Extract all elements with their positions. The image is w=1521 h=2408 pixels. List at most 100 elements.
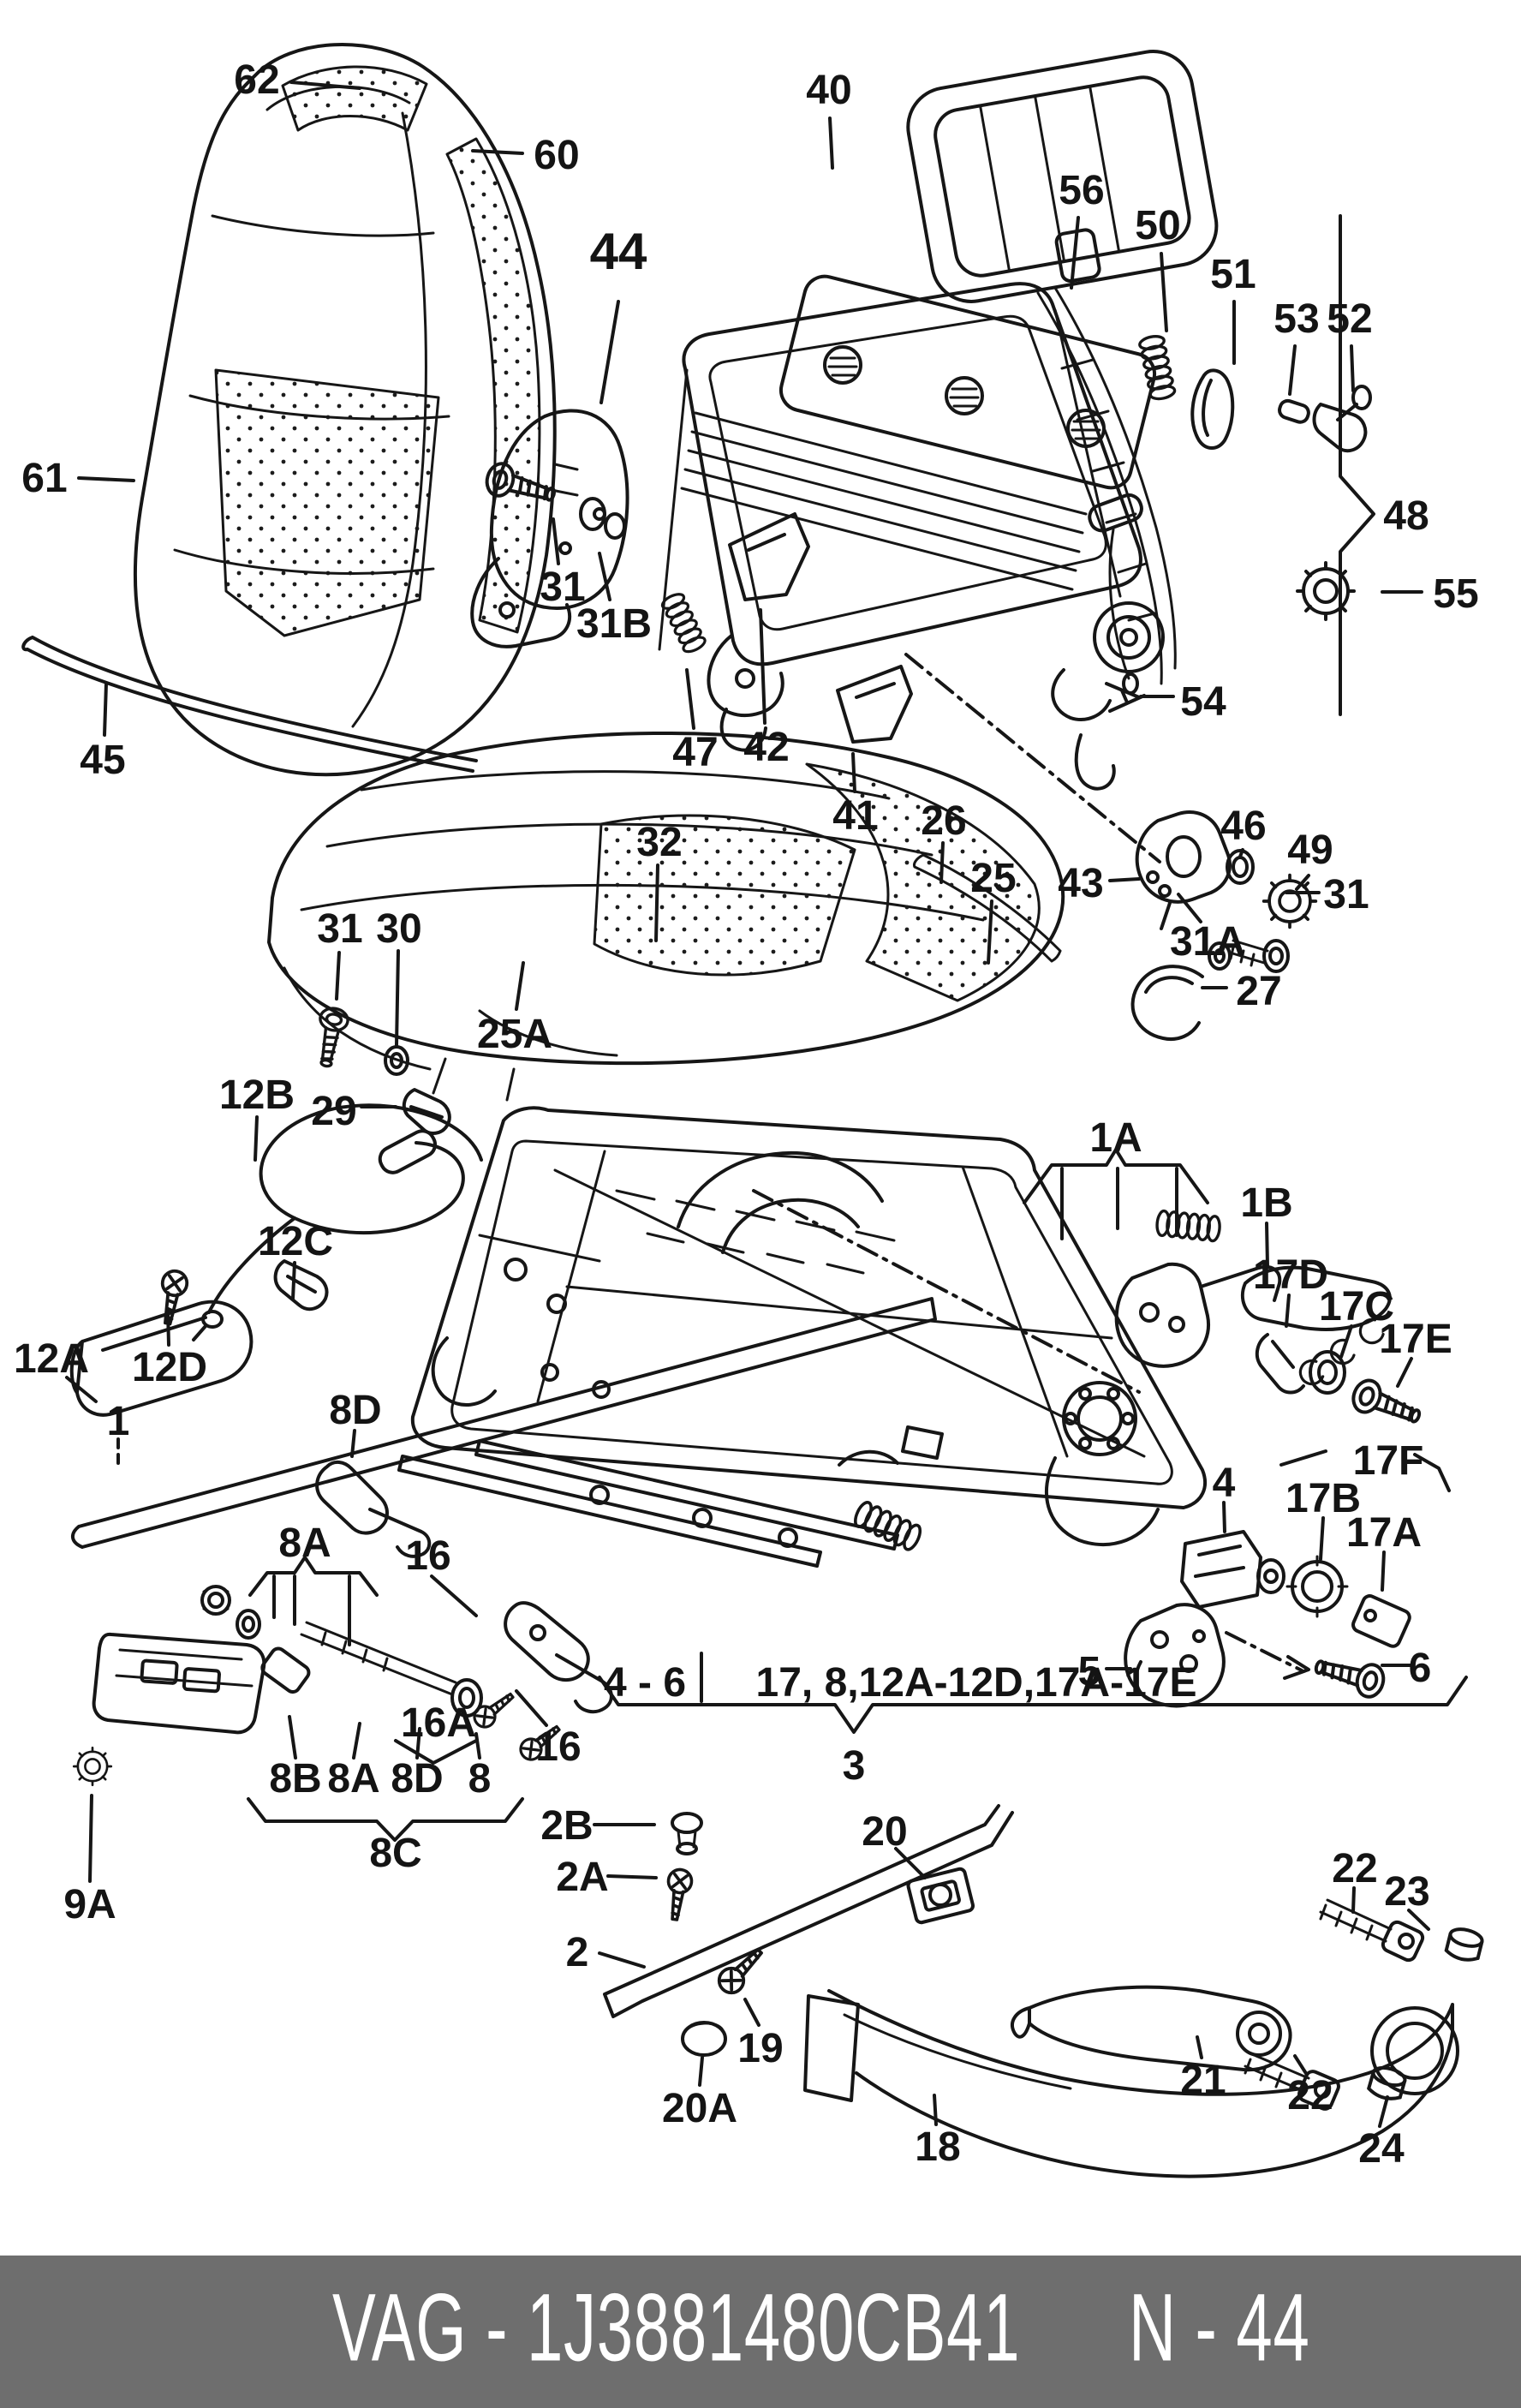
part-2A-screw (661, 1866, 695, 1923)
part-label-2A-63[interactable]: 2A (556, 1855, 608, 1900)
part-label-20A-66[interactable]: 20A (662, 2086, 737, 2131)
part-label-54-13[interactable]: 54 (1180, 679, 1226, 725)
part-label-46-14[interactable]: 46 (1220, 804, 1266, 849)
part-50-spring (1136, 332, 1178, 403)
part-label-50-7[interactable]: 50 (1135, 203, 1180, 248)
part-17E-bolt (1346, 1374, 1427, 1434)
part-47-spring (659, 589, 709, 656)
part-label-17D-53[interactable]: 17D (1253, 1252, 1328, 1298)
part-label-56-6[interactable]: 56 (1059, 168, 1104, 213)
part-label-17B-58[interactable]: 17B (1285, 1476, 1361, 1521)
part-label-1A-60[interactable]: 1A (1089, 1115, 1142, 1161)
part-label-17F-56[interactable]: 17F (1353, 1438, 1424, 1484)
latch-assembly-1A-1B (1114, 1209, 1392, 1389)
part-label-12B-32[interactable]: 12B (219, 1073, 295, 1118)
part-6-bolt (1310, 1648, 1389, 1702)
part-label-44-4[interactable]: 44 (590, 223, 647, 280)
part-label-43-16[interactable]: 43 (1058, 861, 1103, 906)
footer-part-number: VAG - 1J3881480CB41 (332, 2274, 1021, 2381)
part-label-6-52[interactable]: 6 (1409, 1646, 1432, 1691)
part-49-star-washer (1262, 873, 1318, 929)
part-label-22-69[interactable]: 22 (1332, 1846, 1377, 1891)
part-label-26-25[interactable]: 26 (921, 798, 966, 844)
part-label-22-72[interactable]: 22 (1287, 2073, 1333, 2118)
part-label-21-71[interactable]: 21 (1180, 2058, 1226, 2103)
part-9A-nut (72, 1746, 113, 1787)
part-label-12C-33[interactable]: 12C (258, 1219, 333, 1264)
part-label-8B-42[interactable]: 8B (269, 1756, 321, 1802)
part-label-17A-59[interactable]: 17A (1346, 1510, 1422, 1556)
backrest-frame-drawing (658, 49, 1219, 791)
backrest-cover-drawing (21, 43, 557, 777)
cable-release-group (69, 1004, 483, 1417)
part-label-41-24[interactable]: 41 (832, 793, 878, 839)
part-label-31B-21[interactable]: 31B (576, 601, 652, 647)
rail-hardware-group (72, 1461, 613, 1787)
part-label-1B-61[interactable]: 1B (1240, 1180, 1292, 1226)
part-label-18-68[interactable]: 18 (915, 2124, 960, 2170)
part-label-55-12[interactable]: 55 (1433, 571, 1478, 617)
leader-lines (65, 81, 1430, 2128)
pivot-hardware-17-group (1124, 1333, 1427, 1708)
part-label-17C-54[interactable]: 17C (1319, 1284, 1394, 1329)
part-label-47-22[interactable]: 47 (672, 730, 718, 775)
trim-and-bottom-group (71, 1297, 1486, 2178)
part-label-42-23[interactable]: 42 (743, 725, 789, 770)
part-label-27-19[interactable]: 27 (1236, 969, 1281, 1014)
part-label-31-20[interactable]: 31 (540, 565, 585, 610)
part-label-60-1[interactable]: 60 (534, 133, 579, 178)
part-label-8D-44[interactable]: 8D (391, 1756, 443, 1802)
part-label-32-26[interactable]: 32 (636, 820, 682, 865)
part-label-45-3[interactable]: 45 (80, 738, 125, 783)
part-label-20-65[interactable]: 20 (862, 1809, 907, 1855)
part-label-8D-37[interactable]: 8D (329, 1388, 381, 1433)
part-label-62-0[interactable]: 62 (234, 57, 279, 103)
part-label-17E-55[interactable]: 17E (1379, 1317, 1452, 1362)
part-label-49-15[interactable]: 49 (1287, 828, 1333, 873)
part-label-31-17[interactable]: 31 (1323, 872, 1369, 917)
part-label-12A-34[interactable]: 12A (14, 1336, 89, 1382)
part-23-cap (1443, 1924, 1486, 1965)
part-label-5-51[interactable]: 5 (1078, 1649, 1101, 1694)
part-19-screw (712, 1941, 771, 2000)
recliner-fitting-parts (1130, 810, 1318, 1041)
part-label-2B-62[interactable]: 2B (540, 1803, 593, 1849)
part-label-30-30[interactable]: 30 (376, 906, 421, 952)
part-label-52-10[interactable]: 52 (1327, 296, 1372, 342)
part-label-53-9[interactable]: 53 (1273, 296, 1319, 342)
part-label-3-50[interactable]: 3 (843, 1743, 866, 1789)
part-label-40-5[interactable]: 40 (806, 68, 851, 113)
part-label-2-64[interactable]: 2 (566, 1930, 589, 1975)
part-label-61-2[interactable]: 61 (21, 456, 67, 501)
part-label-16-41[interactable]: 16 (535, 1724, 581, 1770)
part-label-51-8[interactable]: 51 (1210, 252, 1256, 297)
part-label-16-39[interactable]: 16 (405, 1533, 450, 1579)
part-label-8A-43[interactable]: 8A (327, 1756, 379, 1802)
part-label-8A-38[interactable]: 8A (278, 1521, 331, 1566)
part-label-31A-18[interactable]: 31A (1170, 919, 1245, 965)
part-label-31-29[interactable]: 31 (317, 906, 362, 952)
part-label-23-70[interactable]: 23 (1384, 1869, 1429, 1915)
part-55-lock-washer (1296, 561, 1356, 621)
part-label-25A-28[interactable]: 25A (477, 1012, 552, 1057)
part-label-48-11[interactable]: 48 (1383, 493, 1429, 539)
part-label-12D-35[interactable]: 12D (132, 1345, 207, 1390)
part-44-guide-plate (470, 409, 629, 648)
seat-cushion-drawing (267, 731, 1065, 1102)
part-label-4-57[interactable]: 4 (1213, 1461, 1236, 1506)
part-label-8C-46[interactable]: 8C (369, 1831, 421, 1876)
part-label-24-73[interactable]: 24 (1358, 2126, 1405, 2172)
part-label-9A-47[interactable]: 9A (63, 1882, 116, 1927)
part-label-19-67[interactable]: 19 (737, 2026, 783, 2071)
part-label-46-48[interactable]: 4 - 6 (604, 1660, 686, 1706)
part-label-17812A12D17A17E-49[interactable]: 17, 8,12A-12D,17A-17E (756, 1660, 1197, 1706)
footer-sheet-number: N - 44 (1129, 2274, 1310, 2381)
part-label-1-36[interactable]: 1 (107, 1399, 130, 1444)
part-label-29-31[interactable]: 29 (311, 1089, 356, 1134)
part-label-16A-40[interactable]: 16A (401, 1700, 476, 1746)
part-label-25-27[interactable]: 25 (970, 856, 1016, 901)
part-label-8-45[interactable]: 8 (468, 1756, 492, 1802)
